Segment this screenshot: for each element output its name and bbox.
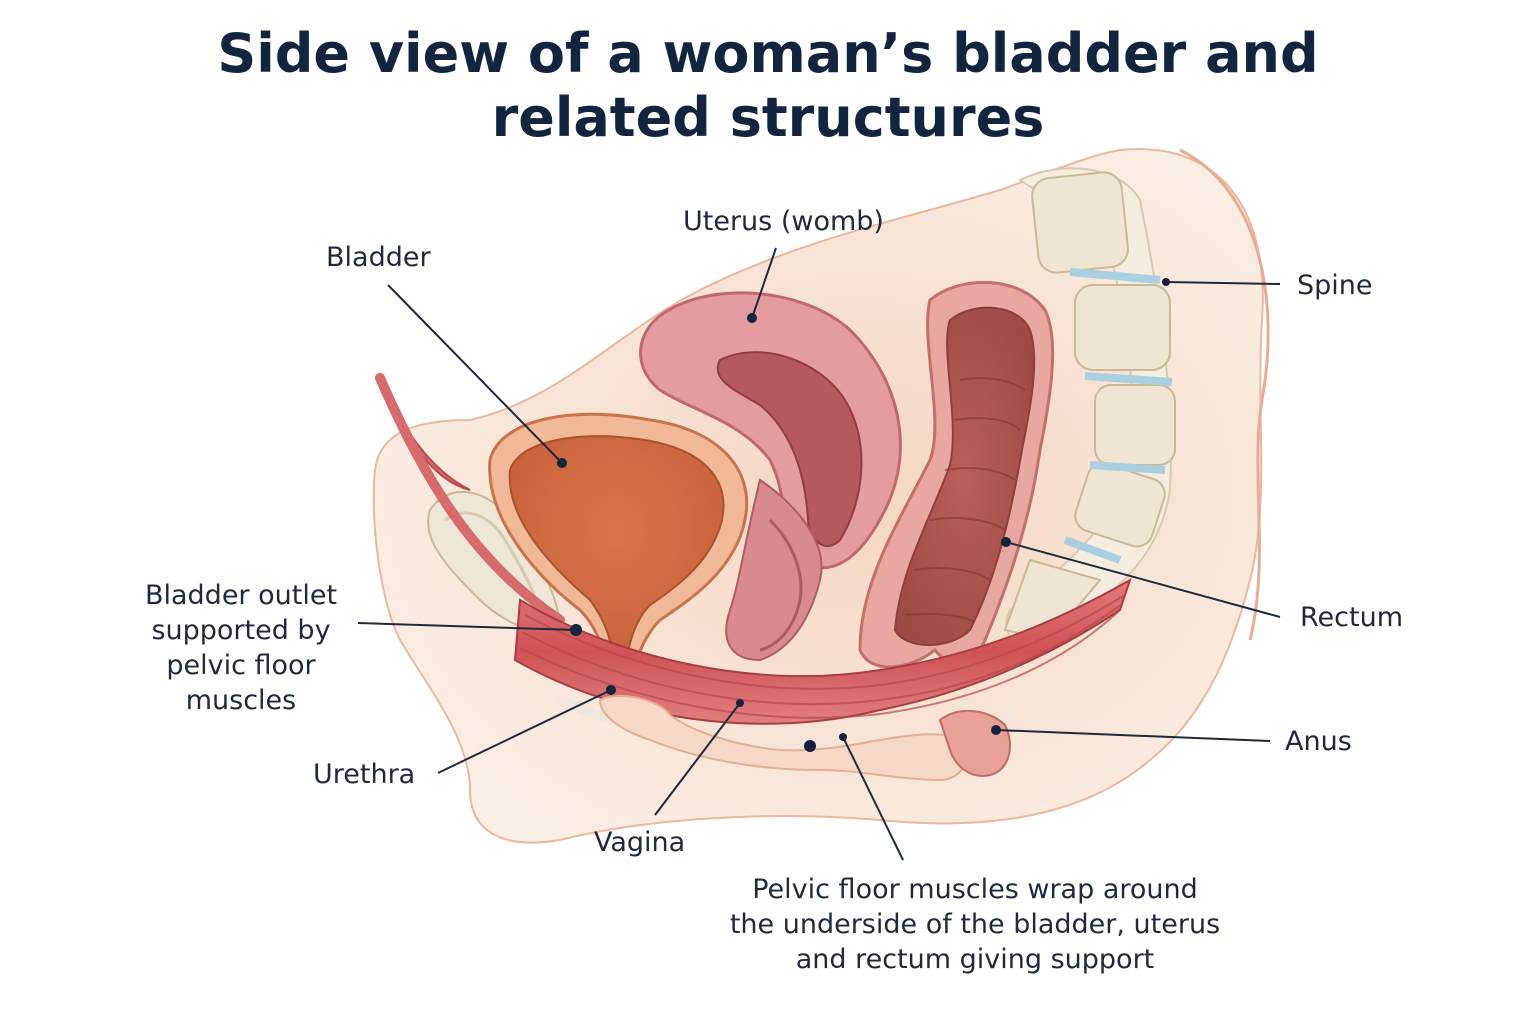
dot-anus bbox=[991, 725, 1001, 735]
label-pelvic-floor: Pelvic floor muscles wrap around the und… bbox=[700, 872, 1250, 977]
uterus-organ bbox=[639, 291, 902, 662]
dot-uterus bbox=[747, 313, 757, 323]
spine-vertebrae bbox=[1003, 167, 1176, 644]
leader-urethra bbox=[437, 689, 612, 774]
label-spine: Spine bbox=[1297, 270, 1373, 301]
leader-dots bbox=[557, 278, 1170, 752]
diagram-title: Side view of a woman’s bladder and relat… bbox=[0, 22, 1536, 150]
label-bladder-outlet: Bladder outlet supported by pelvic floor… bbox=[130, 578, 352, 718]
outlet-line-4: muscles bbox=[185, 685, 297, 716]
leader-anus bbox=[995, 729, 1271, 742]
dot-urethra bbox=[606, 685, 616, 695]
label-urethra: Urethra bbox=[313, 759, 416, 790]
label-uterus: Uterus (womb) bbox=[683, 206, 884, 237]
pelvic-floor-line-3: and rectum giving support bbox=[795, 944, 1155, 975]
leader-rectum bbox=[1005, 541, 1281, 618]
title-line-2: related structures bbox=[491, 86, 1045, 149]
leader-uterus bbox=[751, 247, 777, 319]
leader-bladder bbox=[387, 284, 563, 464]
leader-lines bbox=[357, 247, 1281, 861]
dot-outlet bbox=[570, 624, 582, 636]
outlet-line-1: Bladder outlet bbox=[144, 580, 338, 611]
dot-bladder bbox=[557, 458, 567, 468]
bladder-organ bbox=[488, 412, 749, 697]
leader-vagina bbox=[654, 702, 741, 816]
label-vagina: Vagina bbox=[594, 827, 686, 858]
outlet-line-3: pelvic floor bbox=[166, 650, 316, 681]
label-bladder: Bladder bbox=[326, 242, 431, 273]
leader-spine bbox=[1165, 281, 1281, 285]
dot-vagina bbox=[736, 699, 744, 707]
leader-pelvic-floor bbox=[842, 736, 904, 861]
dot-spine bbox=[1162, 278, 1170, 286]
rectum-organ bbox=[858, 280, 1055, 669]
dot-perineum bbox=[804, 740, 816, 752]
label-rectum: Rectum bbox=[1300, 602, 1404, 633]
dot-pelvic-floor bbox=[839, 733, 847, 741]
label-anus: Anus bbox=[1285, 726, 1352, 757]
dot-rectum bbox=[1001, 537, 1011, 547]
anterior-muscle-band bbox=[375, 373, 565, 625]
title-line-1: Side view of a woman’s bladder and bbox=[217, 22, 1319, 85]
pelvic-floor-line-2: the underside of the bladder, uterus bbox=[729, 909, 1221, 940]
outlet-line-2: supported by bbox=[151, 615, 331, 646]
pelvic-floor-line-1: Pelvic floor muscles wrap around bbox=[752, 874, 1198, 905]
leader-outlet bbox=[357, 622, 577, 631]
